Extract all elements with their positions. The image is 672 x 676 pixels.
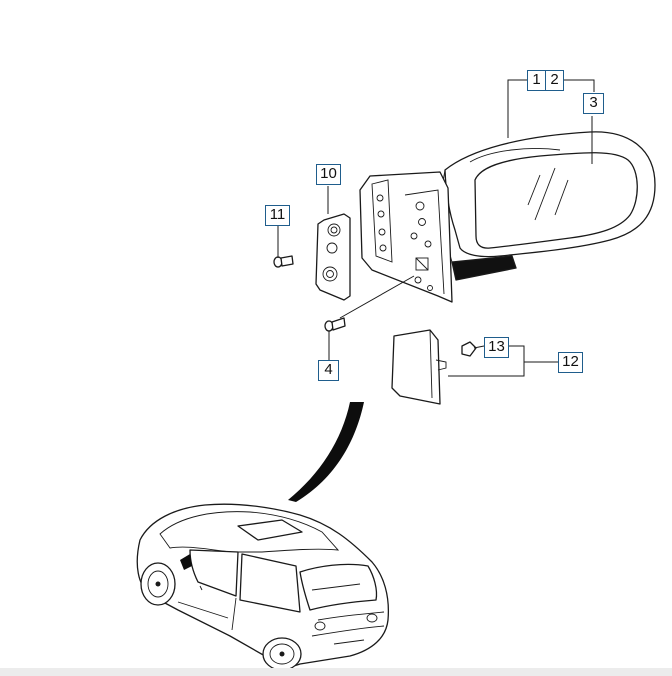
callout-11: 11 bbox=[265, 205, 290, 226]
callout-12: 12 bbox=[558, 352, 583, 373]
mirror-gasket bbox=[315, 213, 351, 301]
screw-11 bbox=[273, 255, 294, 268]
callout-1: 1 bbox=[527, 70, 546, 91]
callout-4: 4 bbox=[318, 360, 339, 381]
callout-3: 3 bbox=[583, 93, 604, 114]
callout-13: 13 bbox=[484, 337, 509, 358]
callout-10: 10 bbox=[316, 164, 341, 185]
clip-13 bbox=[461, 341, 477, 357]
inner-cover bbox=[391, 329, 447, 405]
car-illustration bbox=[136, 503, 390, 671]
mirror-base bbox=[359, 171, 453, 303]
leader-lines bbox=[277, 79, 595, 377]
callout-2: 2 bbox=[545, 70, 564, 91]
bolt-4 bbox=[324, 317, 346, 332]
bottom-scroll-edge bbox=[0, 668, 672, 676]
location-arrow bbox=[288, 402, 364, 502]
mirror-housing bbox=[441, 131, 656, 281]
